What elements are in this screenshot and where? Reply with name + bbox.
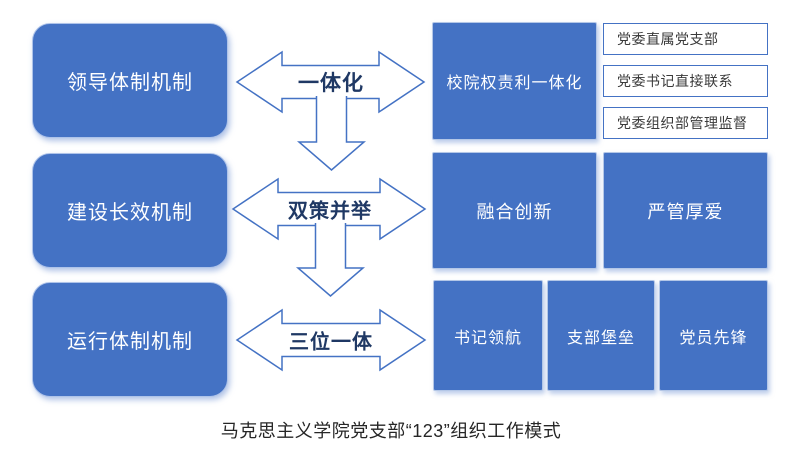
arrow-label-dual-policy: 双策并举 bbox=[288, 200, 372, 223]
right-box-secretary-pilot: 书记领航 bbox=[433, 280, 543, 391]
arrow-label-trinity: 三位一体 bbox=[289, 331, 373, 354]
right-box-branch-fortress: 支部堡垒 bbox=[547, 280, 655, 391]
double-arrow-row1 bbox=[235, 50, 426, 114]
sub-box-secretary-direct-contact: 党委书记直接联系 bbox=[603, 65, 768, 97]
left-box-longterm-mechanism: 建设长效机制 bbox=[32, 153, 228, 268]
right-box-fusion-innovation: 融合创新 bbox=[432, 152, 597, 269]
down-arrow-row2-to-row3 bbox=[295, 223, 366, 297]
sub-box-committee-direct-branch: 党委直属党支部 bbox=[603, 23, 768, 55]
down-arrow-row1-to-row2 bbox=[296, 96, 367, 171]
arrow-label-integration: 一体化 bbox=[298, 72, 364, 95]
right-box-rights-integration: 校院权责利一体化 bbox=[432, 22, 597, 140]
double-arrow-row2 bbox=[231, 177, 427, 241]
sub-box-org-dept-supervision: 党委组织部管理监督 bbox=[603, 107, 768, 139]
left-box-operation-system: 运行体制机制 bbox=[32, 282, 228, 397]
left-box-leadership-system: 领导体制机制 bbox=[32, 23, 228, 138]
double-arrow-row3 bbox=[235, 308, 427, 372]
right-box-member-vanguard: 党员先锋 bbox=[659, 280, 768, 391]
diagram-caption: 马克思主义学院党支部“123”组织工作模式 bbox=[220, 421, 562, 441]
right-box-strict-care: 严管厚爱 bbox=[603, 152, 768, 269]
